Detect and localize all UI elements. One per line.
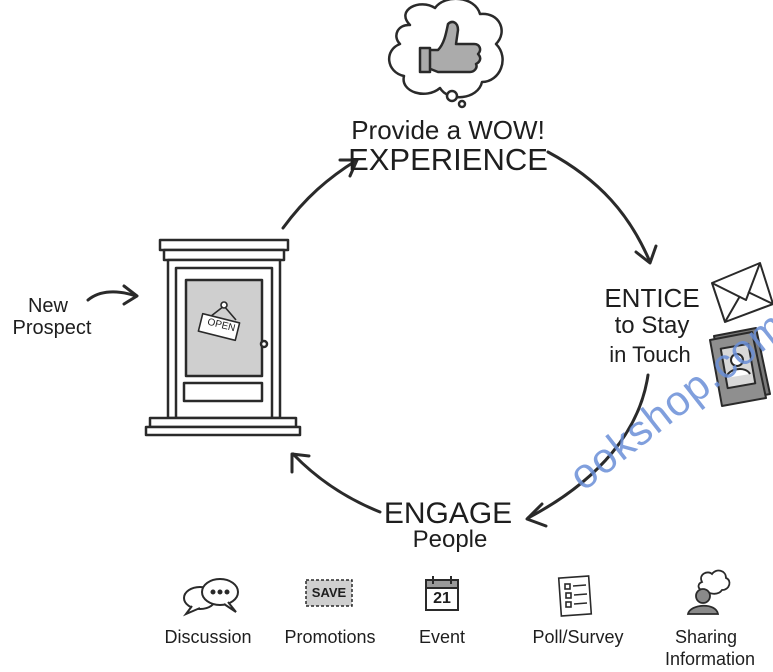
save-coupon-text: SAVE <box>311 585 347 600</box>
calendar-icon <box>425 576 459 611</box>
arrow-engage-to-door <box>291 452 382 514</box>
new-prospect-line1: New <box>27 295 69 317</box>
address-book-icon <box>709 327 771 407</box>
activity-information: Information <box>664 649 756 669</box>
engage-label-line2: People <box>412 526 488 553</box>
speech-bubble-icon <box>182 578 239 617</box>
activity-sharing: Sharing <box>674 627 738 647</box>
person-thought-icon <box>686 569 731 615</box>
activity-poll-survey: Poll/Survey <box>532 627 624 647</box>
engage-label-line1: ENGAGE <box>383 497 513 530</box>
entice-label-line3: in Touch <box>609 342 691 367</box>
entice-label-line1: ENTICE <box>604 283 700 313</box>
door-icon <box>144 238 302 437</box>
thumbs-up-thought-icon <box>388 0 504 109</box>
wow-label-line2: EXPERIENCE <box>348 142 548 177</box>
arrow-door-to-wow <box>281 158 359 230</box>
new-prospect-line2: Prospect <box>12 317 92 339</box>
activity-promotions: Promotions <box>284 627 376 647</box>
wow-label-line1: Provide a WOW! <box>351 115 545 145</box>
arrow-new-prospect <box>86 290 138 302</box>
activity-event: Event <box>418 627 466 647</box>
checklist-icon <box>557 575 593 617</box>
arrow-wow-to-entice <box>546 150 652 264</box>
activity-discussion: Discussion <box>164 627 252 647</box>
save-coupon-icon <box>305 579 353 607</box>
arrow-entice-to-engage <box>526 373 650 520</box>
calendar-day: 21 <box>433 590 451 607</box>
envelope-icon <box>711 262 773 323</box>
entice-label-line2: to Stay <box>614 312 690 339</box>
